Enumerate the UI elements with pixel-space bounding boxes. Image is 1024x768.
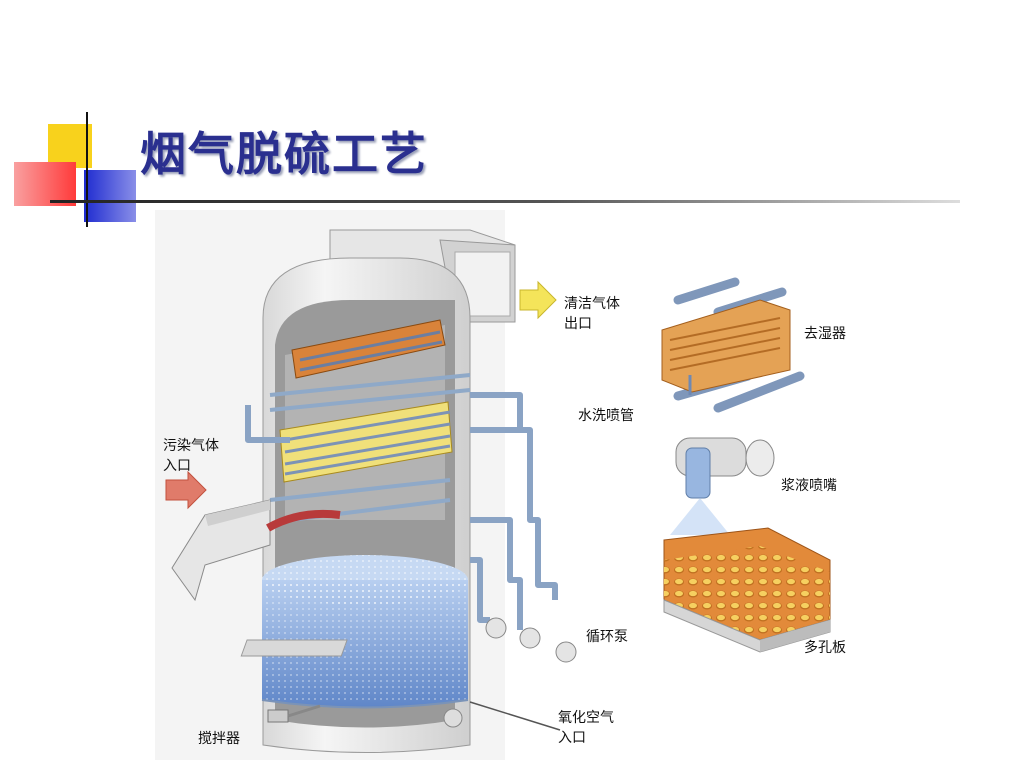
inlet-duct [171, 499, 271, 602]
slurry-tank [261, 555, 469, 709]
label-line: 污染气体 [163, 438, 219, 454]
title-underline [50, 200, 960, 203]
label-line: 出口 [564, 316, 592, 332]
label-oxidation-air-inlet: 氧化空气 入口 [558, 708, 614, 748]
deco-vertical-line [86, 112, 88, 227]
label-polluted-gas-inlet: 污染气体 入口 [163, 436, 219, 476]
deco-red-square [14, 162, 76, 206]
label-line: 入口 [558, 730, 586, 746]
label-perforated-plate: 多孔板 [804, 640, 846, 656]
inlet-hood [266, 509, 341, 532]
label-agitator: 搅拌器 [198, 731, 240, 747]
label-line: 清洁气体 [564, 296, 620, 312]
packing-layer [279, 401, 453, 483]
agitator [267, 704, 321, 723]
deco-yellow-square [48, 124, 92, 168]
circulation-pumps [240, 617, 577, 663]
label-demister: 去湿器 [804, 326, 846, 342]
page-title: 烟气脱硫工艺 [140, 127, 428, 181]
demister-detail [661, 277, 805, 413]
label-circulation-pump: 循环泵 [586, 629, 628, 645]
demister-packing [291, 319, 446, 379]
oxidation-air-port [443, 708, 463, 728]
oxidation-air-line [469, 701, 561, 731]
perforated-plate-detail [663, 527, 831, 653]
label-line: 入口 [163, 458, 191, 474]
deco-blue-square [84, 170, 136, 222]
label-slurry-nozzle: 浆液喷嘴 [781, 478, 837, 494]
clean-gas-arrow [519, 280, 557, 320]
label-wash-spray-pipe: 水洗喷管 [578, 408, 634, 424]
polluted-gas-arrow [165, 470, 207, 510]
label-clean-gas-outlet: 清洁气体 出口 [564, 294, 620, 334]
nozzle-detail [670, 437, 775, 535]
recirculation-piping [245, 392, 558, 630]
label-line: 氧化空气 [558, 710, 614, 726]
